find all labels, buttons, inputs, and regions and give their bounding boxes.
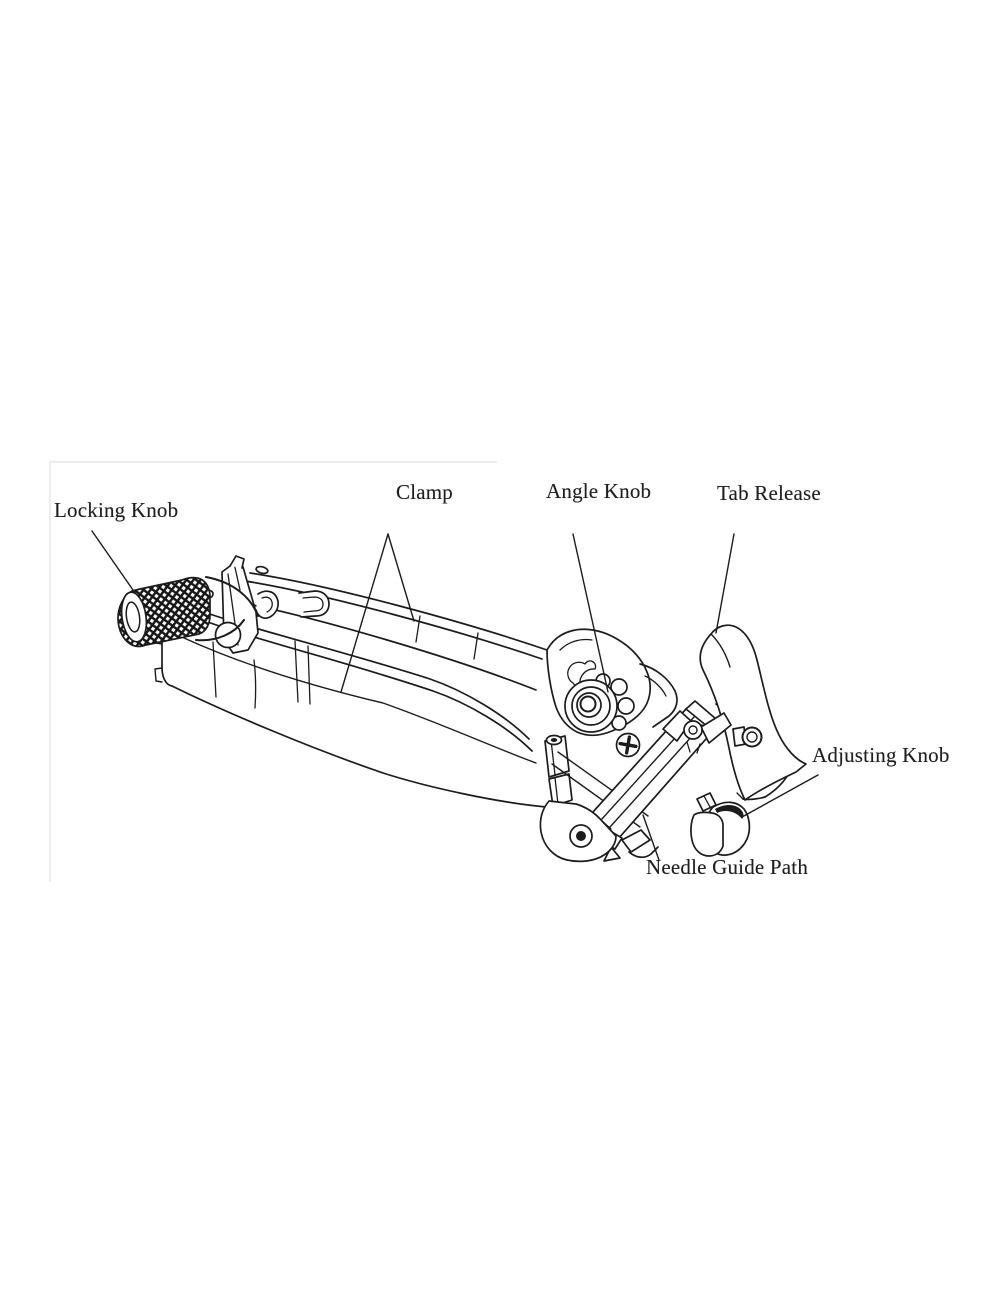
leader-adjusting-knob bbox=[741, 774, 819, 818]
hex-screw bbox=[732, 726, 763, 748]
label-tab-release: Tab Release bbox=[717, 481, 821, 505]
label-locking-knob: Locking Knob bbox=[54, 498, 179, 522]
leader-lines bbox=[91, 530, 819, 861]
leader-tab-release bbox=[715, 533, 735, 634]
leader-angle-knob bbox=[572, 533, 609, 693]
guide-top-clamp bbox=[662, 710, 732, 754]
phillips-screw bbox=[615, 732, 641, 758]
leader-clamp-right bbox=[387, 533, 415, 622]
adjusting-knob-part bbox=[690, 792, 751, 857]
band-hinge bbox=[544, 734, 573, 807]
locking-knob-part bbox=[117, 576, 259, 648]
angle-knob-part bbox=[564, 673, 635, 733]
label-needle-guide-path: Needle Guide Path bbox=[646, 855, 809, 879]
scan-frame-lines bbox=[49, 461, 497, 882]
label-adjusting-knob: Adjusting Knob bbox=[812, 743, 950, 767]
label-clamp: Clamp bbox=[396, 480, 453, 504]
label-angle-knob: Angle Knob bbox=[546, 479, 652, 503]
clamp-band-far-wall bbox=[237, 565, 548, 691]
clamp-band-near-wall bbox=[154, 601, 548, 808]
tab-release-part bbox=[699, 624, 807, 801]
guide-foot bbox=[539, 800, 617, 863]
leader-needle-guide-path bbox=[642, 814, 660, 861]
lock-bracket bbox=[205, 555, 330, 705]
leader-clamp-left bbox=[340, 533, 389, 693]
leader-locking-knob bbox=[91, 530, 134, 591]
